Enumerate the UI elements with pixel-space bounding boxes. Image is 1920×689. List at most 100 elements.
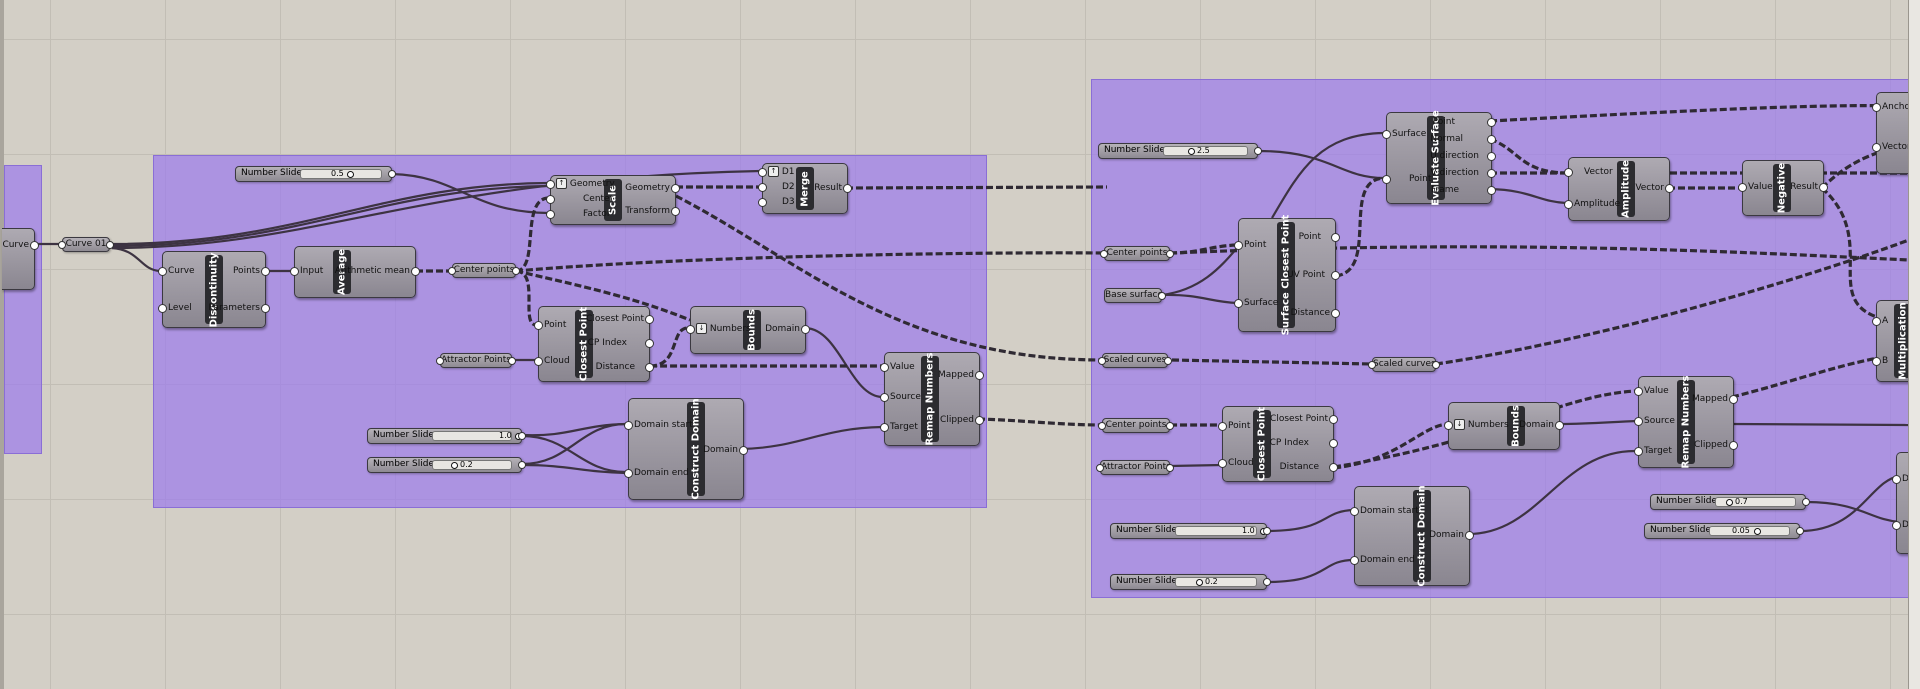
center-points-param-2[interactable]: Center points [1100, 246, 1174, 261]
move-in-vector[interactable]: Vector [1872, 141, 1911, 153]
remap2-in-source[interactable]: Source [1634, 415, 1675, 427]
number-slider-domain-2b[interactable]: Number Slider 0.2 [1110, 574, 1271, 590]
cp1-in-point[interactable]: Point [533, 319, 566, 331]
remap1-in-source[interactable]: Source [880, 391, 921, 403]
negative-component[interactable]: Negative Value Result [1738, 160, 1828, 216]
slider-track[interactable]: 1.0 [432, 431, 522, 441]
slider-track[interactable]: 1.0 [1175, 526, 1267, 536]
remap1-in-value[interactable]: Value [880, 361, 915, 373]
bounds2-out-domain[interactable]: Domain [1519, 419, 1564, 431]
negative-out-result[interactable]: Result [1790, 181, 1828, 193]
slider-track[interactable]: 0.2 [1175, 577, 1257, 587]
scp-in-point[interactable]: Point [1233, 239, 1266, 251]
remap1-in-target[interactable]: Target [880, 421, 918, 433]
number-slider-evaluate[interactable]: Number Slider 2.5 [1098, 143, 1262, 159]
number-slider-right-b[interactable]: Number Slider 0.05 [1644, 523, 1804, 539]
bounds1-in-numbers[interactable]: ↓ Numbers [686, 323, 751, 335]
mult-in-a[interactable]: A [1871, 315, 1888, 327]
center-points-param-3[interactable]: Center points [1098, 418, 1174, 433]
merge-in-d1[interactable]: ↑ D1 [758, 166, 795, 178]
slider-knob[interactable] [515, 433, 522, 440]
es-out-frame[interactable]: Frame [1431, 184, 1497, 196]
move-component-partial[interactable]: Anchor Vector [1872, 92, 1914, 174]
discontinuity-out-points[interactable]: Points [233, 265, 271, 277]
slider-knob[interactable] [1188, 148, 1195, 155]
remap2-in-value[interactable]: Value [1634, 385, 1669, 397]
attractor-points-param-2[interactable]: Attractor Points [1096, 460, 1174, 475]
scale-out-geometry[interactable]: Geometry [625, 182, 680, 194]
base-surface-param[interactable]: Base surface [1104, 288, 1166, 303]
cp2-out-index[interactable]: CP Index [1270, 437, 1339, 449]
number-slider-domain-2a[interactable]: Number Slider 1.0 [1110, 523, 1271, 539]
cp1-out-index[interactable]: CP Index [588, 337, 655, 349]
surface-closest-point-component[interactable]: Surface Closest Point Point Surface Poin… [1233, 215, 1341, 335]
es-out-udir[interactable]: U direction [1430, 150, 1496, 162]
average-component[interactable]: Average Input Arithmetic mean [289, 246, 421, 298]
move-in-anchor[interactable]: Anchor [1872, 101, 1914, 113]
remap2-in-target[interactable]: Target [1634, 445, 1672, 457]
number-slider-domain-1a[interactable]: Number Slider 1.0 [367, 428, 526, 444]
slider-knob[interactable] [347, 171, 354, 178]
slider-track[interactable]: 2.5 [1163, 146, 1248, 156]
curve-component[interactable]: Curve [2, 228, 39, 290]
construct-domain-component-2[interactable]: Construct Domain Domain start Domain end… [1350, 485, 1474, 587]
bounds1-out-domain[interactable]: Domain [765, 323, 810, 335]
amp-in-vector[interactable]: Vector [1564, 166, 1613, 178]
cp2-in-point[interactable]: Point [1217, 420, 1250, 432]
average-in-input[interactable]: Input [289, 265, 323, 277]
scaled-curves-param-in[interactable]: Scaled curves [1098, 353, 1172, 368]
bounds2-in-numbers[interactable]: ↓ Numbers [1444, 419, 1509, 431]
slider-knob[interactable] [451, 462, 458, 469]
cp1-in-cloud[interactable]: Cloud [534, 355, 570, 367]
scp-out-point[interactable]: Point [1299, 231, 1341, 243]
number-slider-factor[interactable]: Number Slider 0.5 [235, 166, 396, 182]
cd1-in-end[interactable]: Domain end [624, 467, 689, 479]
amp-in-amplitude[interactable]: Amplitude [1563, 198, 1620, 210]
number-slider-domain-1b[interactable]: Number Slider 0.2 [367, 457, 526, 473]
merge-component[interactable]: Merge ↑ D1 D2 D3 Result [758, 163, 852, 214]
cp1-out-distance[interactable]: Distance [596, 361, 655, 373]
cp2-out-distance[interactable]: Distance [1280, 461, 1339, 473]
number-slider-right-a[interactable]: Number Slider 0.7 [1650, 494, 1810, 510]
partial-component-right[interactable]: D D [1892, 452, 1911, 554]
center-points-param-1[interactable]: Center points [448, 263, 520, 278]
scale-component[interactable]: Scale ↑ Geometry Center Factor Geometry … [545, 175, 680, 225]
negative-in-value[interactable]: Value [1738, 181, 1773, 193]
remap-numbers-component-2[interactable]: Remap Numbers Value Source Target Mapped… [1634, 375, 1738, 469]
multiplication-component[interactable]: Multiplication A B [1871, 300, 1912, 382]
discontinuity-component[interactable]: Discontinuity Curve Level Points Paramet… [158, 251, 271, 328]
merge-in-d3[interactable]: D3 [758, 196, 795, 208]
cp1-out-closest[interactable]: Closest Point [586, 313, 654, 325]
merge-in-d2[interactable]: D2 [758, 181, 795, 193]
cp2-in-cloud[interactable]: Cloud [1218, 457, 1254, 469]
scp-out-distance[interactable]: Distance [1291, 307, 1341, 319]
slider-track[interactable]: 0.05 [1709, 526, 1790, 536]
discontinuity-in-level[interactable]: Level [158, 302, 192, 314]
cd2-in-start[interactable]: Domain start [1350, 505, 1419, 517]
scale-in-center[interactable]: Center [545, 193, 613, 205]
amplitude-component[interactable]: Amplitude Vector Amplitude Vector [1563, 157, 1674, 221]
cd2-out-domain[interactable]: Domain [1429, 529, 1474, 541]
slider-knob[interactable] [1754, 528, 1761, 535]
discontinuity-in-curve[interactable]: Curve [158, 265, 195, 277]
slider-track[interactable]: 0.5 [300, 169, 382, 179]
scale-in-factor[interactable]: Factor [546, 208, 611, 220]
scale-in-geometry[interactable]: ↑ Geometry [546, 178, 615, 190]
es-out-normal[interactable]: Normal [1430, 133, 1496, 145]
remap1-out-clipped[interactable]: Clipped [940, 414, 984, 426]
bounds-component-1[interactable]: Bounds ↓ Numbers Domain [686, 306, 810, 354]
cd1-in-start[interactable]: Domain start [624, 419, 693, 431]
remap-numbers-component-1[interactable]: Remap Numbers Value Source Target Mapped… [880, 352, 984, 446]
group-left-partial[interactable] [4, 165, 42, 454]
cd1-out-domain[interactable]: Domain [703, 444, 748, 456]
cd2-in-end[interactable]: Domain end [1350, 554, 1415, 566]
construct-domain-component-1[interactable]: Construct Domain Domain start Domain end… [624, 398, 748, 500]
es-out-point[interactable]: Point [1433, 116, 1497, 128]
evaluate-surface-component[interactable]: Evaluate Surface Surface Point Point Nor… [1381, 110, 1497, 206]
es-in-point[interactable]: Point [1381, 173, 1431, 185]
scaled-curves-param-out[interactable]: Scaled curves [1368, 357, 1440, 372]
discontinuity-out-parameters[interactable]: Parameters [208, 302, 270, 314]
partial-in-d2[interactable]: D [1892, 519, 1909, 531]
closest-point-component-2[interactable]: Closest Point Point Cloud Closest Point … [1217, 406, 1339, 482]
scale-out-transform[interactable]: Transform [625, 205, 680, 217]
